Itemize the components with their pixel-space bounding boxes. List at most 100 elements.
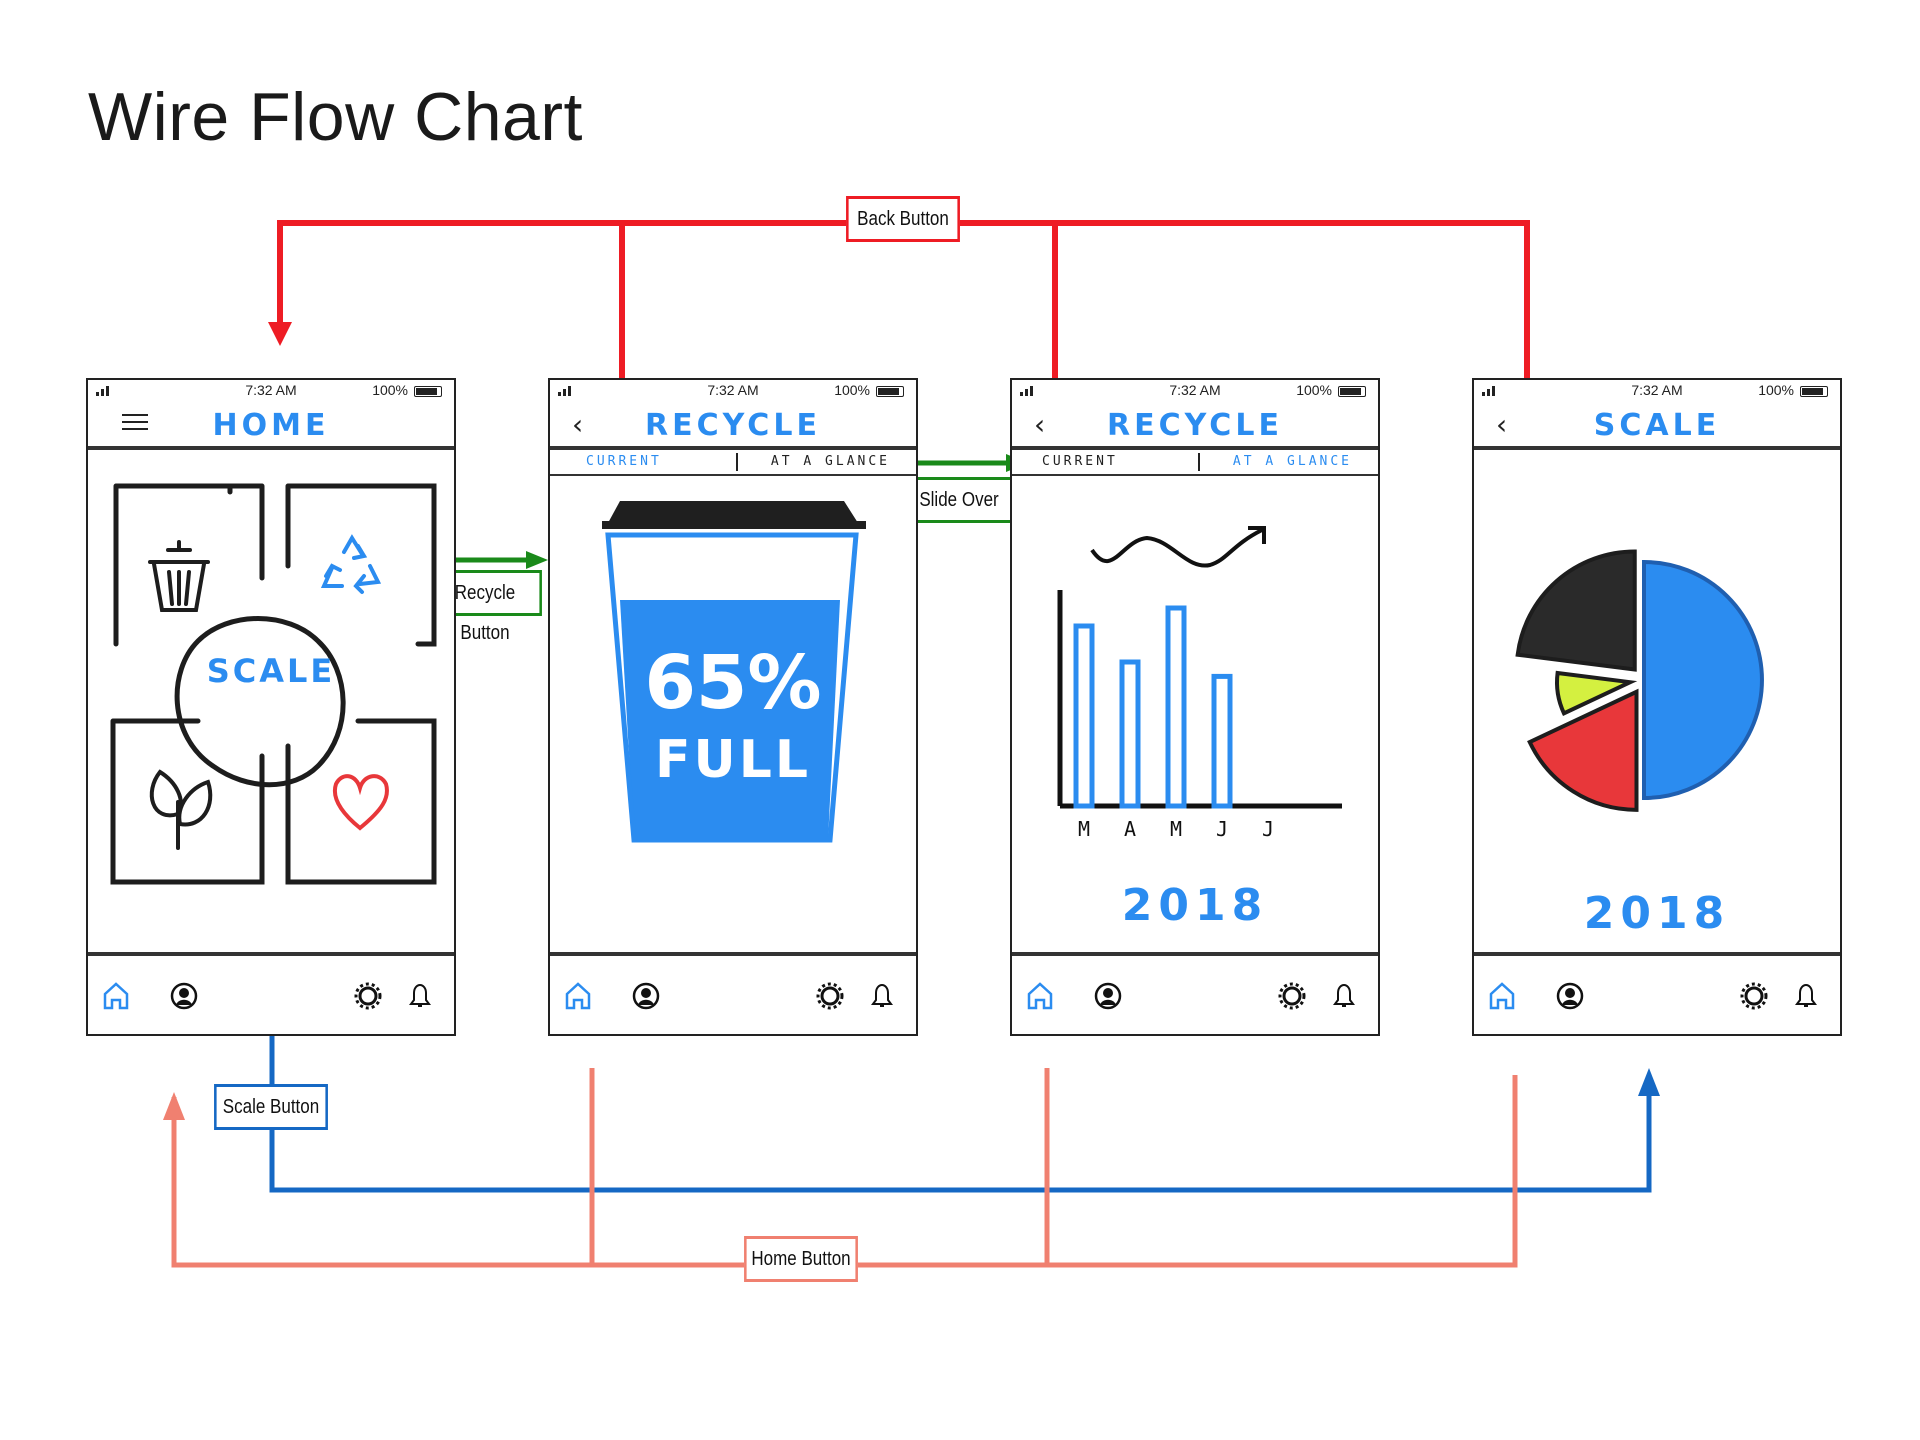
menu-icon[interactable] xyxy=(122,414,148,435)
tab-separator xyxy=(736,453,738,471)
status-bar: 7:32 AM 100% xyxy=(1012,380,1378,402)
back-chevron-icon[interactable]: ‹ xyxy=(1496,408,1508,441)
bar-tick-label-2: M xyxy=(1170,817,1182,840)
home-header: HOME xyxy=(88,402,454,450)
home-grid xyxy=(110,483,437,885)
bell-icon[interactable] xyxy=(406,982,434,1010)
page-title: Wire Flow Chart xyxy=(88,79,583,155)
profile-icon[interactable] xyxy=(632,982,660,1010)
battery-text: 100% xyxy=(1758,382,1794,398)
fill-label: FULL xyxy=(654,730,811,790)
recycle-bin-gauge xyxy=(602,501,866,843)
home-button-label: Home Button xyxy=(744,1236,858,1282)
tab-current[interactable]: CURRENT xyxy=(1042,454,1118,469)
screen-title: HOME xyxy=(212,408,330,443)
tab-at-a-glance[interactable]: AT A GLANCE xyxy=(770,454,890,469)
segment-tabs: CURRENT AT A GLANCE xyxy=(550,450,916,476)
bottom-nav xyxy=(1474,952,1840,1034)
battery-icon xyxy=(1338,386,1366,397)
home-icon[interactable] xyxy=(102,982,130,1010)
bottom-nav xyxy=(1012,952,1378,1034)
trend-arrowhead xyxy=(1248,526,1266,544)
bell-icon[interactable] xyxy=(868,982,896,1010)
signal-icon xyxy=(1482,386,1495,396)
status-bar: 7:32 AM 100% xyxy=(1474,380,1840,402)
scale-screen: 7:32 AM 100% ‹ SCALE 2018 xyxy=(1472,378,1842,1036)
status-time: 7:32 AM xyxy=(1631,382,1683,398)
scale-flow xyxy=(269,725,1652,1193)
status-time: 7:32 AM xyxy=(245,382,297,398)
back-chevron-icon[interactable]: ‹ xyxy=(1034,408,1046,441)
bin-lid xyxy=(608,501,858,523)
pie-slice-2 xyxy=(1555,670,1638,717)
slide-over-label: Slide Over xyxy=(902,477,1016,523)
home-icon[interactable] xyxy=(1026,982,1054,1010)
battery-icon xyxy=(1800,386,1828,397)
back-button-label: Back Button xyxy=(846,196,960,242)
scale-header: ‹ SCALE xyxy=(1474,402,1840,450)
recycle-header: ‹ RECYCLE xyxy=(1012,402,1378,450)
pie-slice-1 xyxy=(1527,688,1639,812)
bell-icon[interactable] xyxy=(1330,982,1358,1010)
bar-tick-label-4: J xyxy=(1262,817,1274,840)
bar-3 xyxy=(1211,673,1233,809)
battery-icon xyxy=(876,386,904,397)
gear-icon[interactable] xyxy=(354,982,382,1010)
home-arrowhead xyxy=(163,1092,185,1120)
screen-title: SCALE xyxy=(1593,408,1721,443)
home-icon[interactable] xyxy=(564,982,592,1010)
profile-icon[interactable] xyxy=(170,982,198,1010)
tab-current[interactable]: CURRENT xyxy=(586,454,662,469)
status-bar: 7:32 AM 100% xyxy=(550,380,916,402)
scale-arrowhead xyxy=(1638,1068,1660,1096)
recycle-arrowhead xyxy=(526,551,548,569)
pie-chart xyxy=(1515,549,1764,812)
battery-text: 100% xyxy=(834,382,870,398)
screen-title: RECYCLE xyxy=(645,408,821,443)
fill-percent: 65% xyxy=(644,640,822,726)
back-arrowhead xyxy=(268,322,292,346)
leaf-icon[interactable] xyxy=(142,762,222,852)
bar-tick-label-3: J xyxy=(1216,817,1228,840)
trash-icon[interactable] xyxy=(144,538,214,618)
signal-icon xyxy=(558,386,571,396)
recycle-current-screen: 7:32 AM 100% ‹ RECYCLE CURRENT AT A GLAN… xyxy=(548,378,918,1036)
home-screen: 7:32 AM 100% HOME SCALE xyxy=(86,378,456,1036)
profile-icon[interactable] xyxy=(1094,982,1122,1010)
battery-text: 100% xyxy=(1296,382,1332,398)
trend-arrow xyxy=(1090,528,1263,568)
bottom-nav xyxy=(88,952,454,1034)
scale-button-label: Scale Button xyxy=(214,1084,328,1130)
status-time: 7:32 AM xyxy=(707,382,759,398)
screen-title: RECYCLE xyxy=(1107,408,1283,443)
status-time: 7:32 AM xyxy=(1169,382,1221,398)
gear-icon[interactable] xyxy=(1278,982,1306,1010)
status-bar: 7:32 AM 100% xyxy=(88,380,454,402)
gear-icon[interactable] xyxy=(816,982,844,1010)
tab-separator xyxy=(1198,453,1200,471)
home-icon[interactable] xyxy=(1488,982,1516,1010)
bar-tick-label-0: M xyxy=(1078,817,1090,840)
bell-icon[interactable] xyxy=(1792,982,1820,1010)
battery-text: 100% xyxy=(372,382,408,398)
bin-outline xyxy=(605,532,859,843)
profile-icon[interactable] xyxy=(1556,982,1584,1010)
pie-slice-0 xyxy=(1642,559,1764,801)
gear-icon[interactable] xyxy=(1740,982,1768,1010)
bin-lid-rim xyxy=(602,521,866,529)
bar-1 xyxy=(1119,659,1141,809)
heart-icon[interactable] xyxy=(328,770,392,834)
recycle-icon[interactable] xyxy=(318,532,384,612)
bin-fill xyxy=(620,600,840,840)
scale-center-button[interactable]: SCALE xyxy=(206,652,336,690)
recycle-glance-screen: 7:32 AM 100% ‹ RECYCLE CURRENT AT A GLAN… xyxy=(1010,378,1380,1036)
tab-at-a-glance[interactable]: AT A GLANCE xyxy=(1232,454,1352,469)
segment-tabs: CURRENT AT A GLANCE xyxy=(1012,450,1378,476)
pie-slice-3 xyxy=(1515,549,1637,672)
chart-year: 2018 xyxy=(1121,880,1269,931)
back-chevron-icon[interactable]: ‹ xyxy=(572,408,584,441)
signal-icon xyxy=(96,386,109,396)
bottom-nav xyxy=(550,952,916,1034)
battery-icon xyxy=(414,386,442,397)
